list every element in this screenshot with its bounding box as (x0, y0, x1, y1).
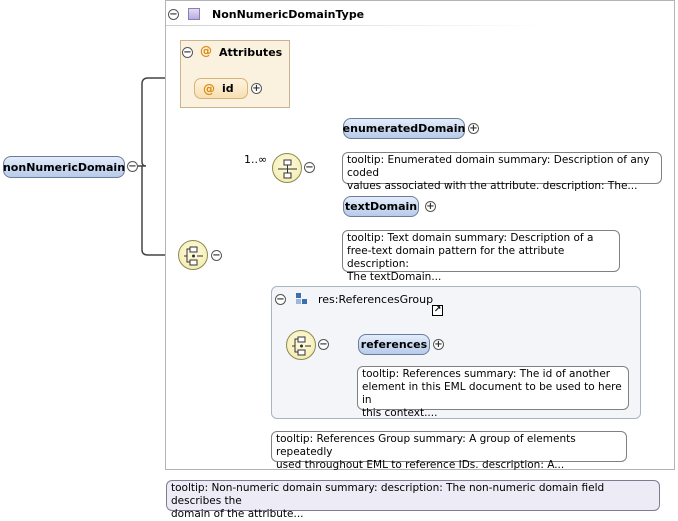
collapse-group-choice-icon[interactable]: − (318, 339, 329, 350)
tooltip-references-group: tooltip: References Group summary: A gro… (271, 431, 627, 471)
tooltip-references: tooltip: References summary: The id of a… (357, 366, 629, 419)
choice-compositor[interactable] (178, 240, 208, 270)
root-element-nonNumericDomain[interactable]: nonNumericDomain (3, 156, 125, 178)
collapse-choice-icon[interactable]: − (211, 250, 222, 261)
wire-root-choice (141, 166, 178, 256)
tooltip-nonNumericDomain: tooltip: Non-numeric domain summary: des… (166, 480, 660, 520)
group-choice-compositor-icon (292, 336, 311, 356)
complex-type-icon (188, 8, 200, 20)
collapse-type-icon[interactable]: − (168, 9, 179, 20)
expand-references-icon[interactable]: + (433, 339, 444, 350)
sequence-cardinality: 1..∞ (244, 153, 268, 166)
complex-type-name: NonNumericDomainType (212, 8, 365, 21)
attribute-id-label: id (222, 82, 234, 95)
sequence-compositor-icon (278, 159, 297, 179)
external-link-icon[interactable]: ↗ (432, 305, 443, 316)
choice-compositor-icon (184, 246, 203, 266)
type-header-divider (166, 25, 546, 26)
attribute-at-icon: @ (203, 81, 215, 96)
tooltip-textDomain: tooltip: Text domain summary: Descriptio… (342, 230, 620, 283)
sequence-compositor[interactable] (272, 153, 302, 183)
expand-enumeratedDomain-icon[interactable]: + (468, 123, 479, 134)
collapse-root-icon[interactable]: − (127, 161, 138, 172)
element-enumeratedDomain[interactable]: enumeratedDomain (343, 118, 465, 139)
element-textDomain[interactable]: textDomain (343, 196, 419, 217)
element-references[interactable]: references (358, 334, 430, 355)
group-ref-icon (296, 293, 307, 304)
attributes-label: Attributes (219, 46, 283, 59)
collapse-attributes-icon[interactable]: − (182, 47, 193, 58)
expand-textDomain-icon[interactable]: + (425, 201, 436, 212)
attributes-at-icon: @ (200, 44, 212, 58)
group-choice-compositor[interactable] (286, 330, 316, 360)
collapse-group-icon[interactable]: − (275, 294, 286, 305)
collapse-sequence-icon[interactable]: − (304, 162, 315, 173)
group-ref-name: res:ReferencesGroup (318, 293, 434, 306)
tooltip-enumeratedDomain: tooltip: Enumerated domain summary: Desc… (342, 152, 662, 192)
attribute-id[interactable]: @ id (194, 78, 248, 99)
wire-root-attributes (138, 77, 180, 167)
expand-attribute-id-icon[interactable]: + (251, 83, 262, 94)
